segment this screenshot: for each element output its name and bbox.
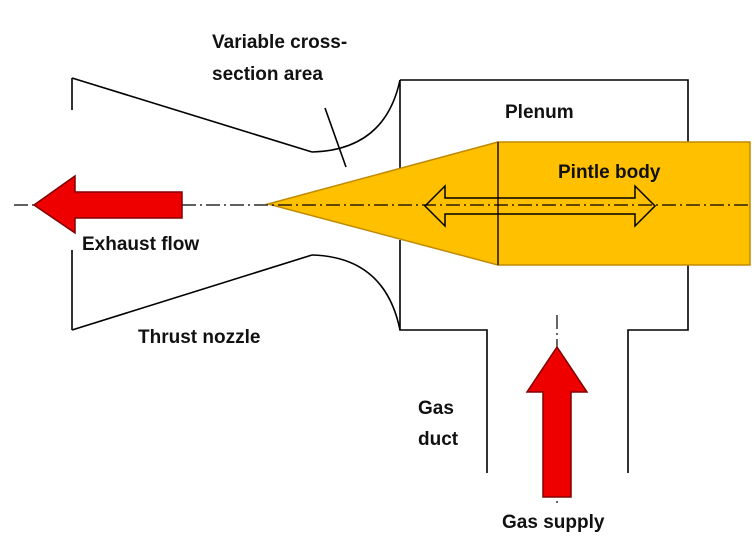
pintle-body-cylinder <box>497 141 751 266</box>
plenum-front-wall-lower <box>399 240 488 473</box>
nozzle-lower-throat-arc <box>311 254 401 331</box>
pintle-body-cone <box>265 141 499 266</box>
label-exhaust-flow: Exhaust flow <box>82 234 199 255</box>
label-gas-duct-line2: duct <box>418 429 459 450</box>
gas-supply-arrow <box>525 345 589 498</box>
plenum-outline <box>399 79 689 473</box>
label-gas-duct-line1: Gas <box>418 398 454 419</box>
label-variable-cross-section-line1: Variable cross- <box>212 32 347 53</box>
thrust-nozzle-outline <box>71 77 401 331</box>
label-gas-supply: Gas supply <box>502 512 605 533</box>
label-pintle-body: Pintle body <box>558 162 661 183</box>
exhaust-flow-arrow <box>32 174 183 235</box>
nozzle-upper-convergent <box>71 77 313 153</box>
nozzle-lower-convergent <box>71 254 313 331</box>
cross-section-leader-line <box>324 107 347 168</box>
pintle-body <box>265 141 751 266</box>
label-plenum: Plenum <box>505 102 574 123</box>
pintle-movement-double-arrow <box>423 184 657 228</box>
plenum-right-wall-lower <box>627 265 689 473</box>
plenum-top-wall <box>400 79 689 142</box>
nozzle-upper-throat-arc <box>311 79 401 153</box>
label-thrust-nozzle: Thrust nozzle <box>138 327 260 348</box>
label-variable-cross-section-line2: section area <box>212 64 323 85</box>
